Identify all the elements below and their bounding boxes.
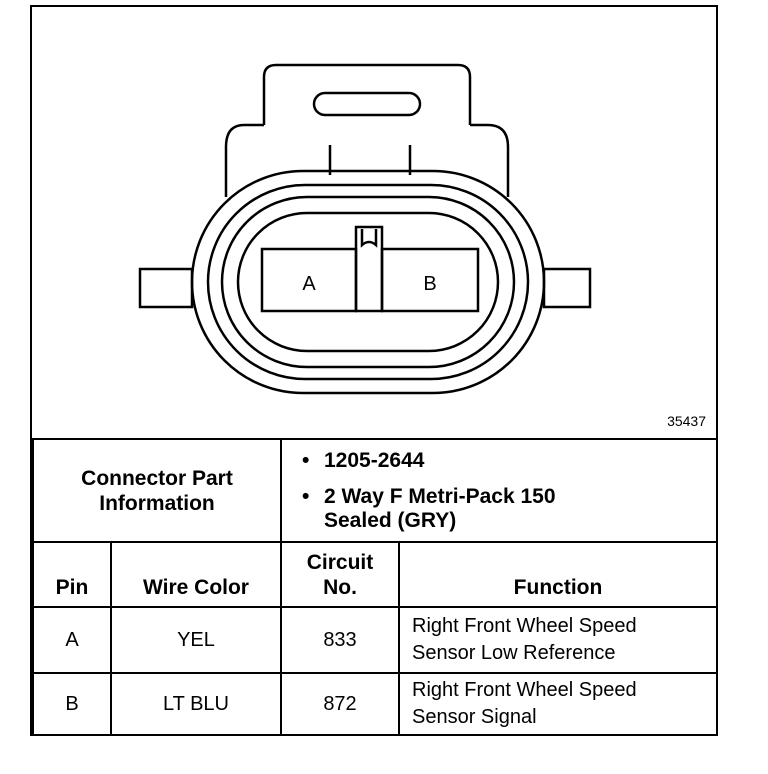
mounting-ear-right (542, 267, 592, 309)
connector-body-ring-3 (220, 195, 516, 369)
pin-cell: B (32, 672, 112, 736)
table-header-row: Pin Wire Color Circuit No. Function (32, 541, 718, 608)
tab-side-tube-right (470, 123, 510, 197)
pin-label-a: A (302, 273, 316, 295)
figure-number: 35437 (667, 413, 706, 429)
connector-body-inner (236, 211, 500, 353)
header-wire-color: Wire Color (110, 541, 282, 608)
connector-end-view-figure: A B (138, 63, 592, 395)
wire-color-cell: LT BLU (110, 672, 282, 736)
header-circuit-no: Circuit No. (280, 541, 400, 608)
connector-info-label: Connector Part Information (32, 438, 282, 543)
function-cell: Right Front Wheel Speed Sensor Signal (398, 672, 718, 736)
table-row: B LT BLU 872 Right Front Wheel Speed Sen… (32, 672, 718, 736)
circuit-cell: 872 (280, 672, 400, 736)
center-key (354, 225, 384, 313)
header-function: Function (398, 541, 718, 608)
center-key-detail (360, 229, 378, 248)
mounting-ear-left (138, 267, 194, 309)
connector-body-ring-2 (206, 183, 530, 381)
locking-tab (262, 63, 472, 125)
tab-side-tube-left (224, 123, 264, 197)
connector-info-row: Connector Part Information 1205-2644 2 W… (32, 438, 718, 543)
connector-description: 2 Way F Metri-Pack 150 Sealed (GRY) (302, 485, 584, 533)
locking-tab-slot (312, 91, 422, 117)
table-row: A YEL 833 Right Front Wheel Speed Sensor… (32, 606, 718, 674)
pin-label-b: B (423, 273, 436, 295)
wire-color-cell: YEL (110, 606, 282, 674)
connector-part-number: 1205-2644 (302, 449, 716, 473)
connector-body-outer (190, 169, 546, 395)
connector-table: Connector Part Information 1205-2644 2 W… (32, 438, 718, 736)
function-cell: Right Front Wheel Speed Sensor Low Refer… (398, 606, 718, 674)
connector-sheet: A B 35437 Connector Part Information 120… (30, 5, 718, 736)
header-pin: Pin (32, 541, 112, 608)
pin-cell: A (32, 606, 112, 674)
connector-info-details: 1205-2644 2 Way F Metri-Pack 150 Sealed … (280, 438, 718, 543)
circuit-cell: 833 (280, 606, 400, 674)
